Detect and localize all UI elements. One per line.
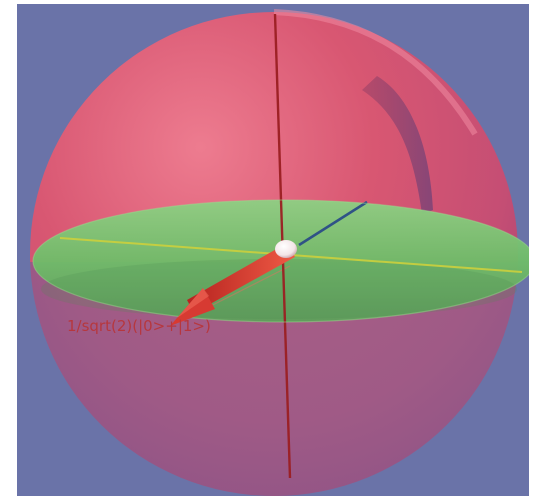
- bloch-sphere-viewport: 1/sqrt(2)(|0>+|1>): [17, 4, 529, 496]
- state-label: 1/sqrt(2)(|0>+|1>): [67, 317, 211, 335]
- origin-marker: [275, 240, 297, 258]
- bloch-sphere-svg: 1/sqrt(2)(|0>+|1>): [17, 4, 529, 496]
- disc-shadow: [41, 259, 517, 319]
